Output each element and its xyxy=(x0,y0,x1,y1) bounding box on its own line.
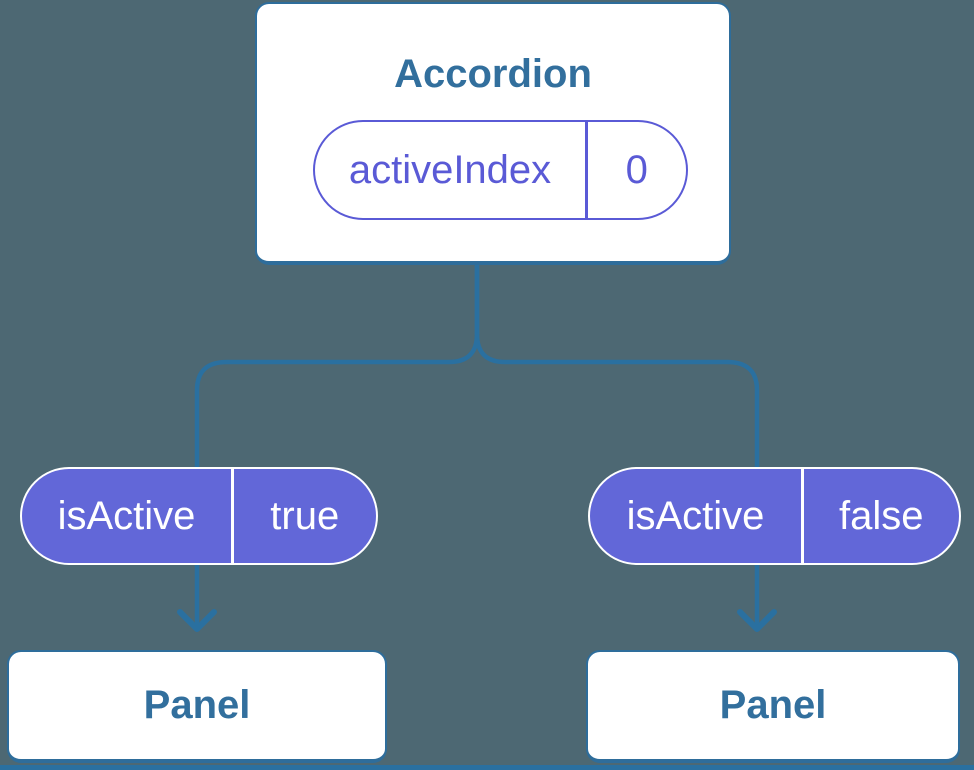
accordion-title: Accordion xyxy=(394,52,592,96)
state-pill-label: activeIndex xyxy=(348,148,552,192)
pill-divider xyxy=(231,469,234,563)
prop-pill-isactive-right: isActive false xyxy=(588,467,961,565)
accordion-card: Accordion activeIndex 0 xyxy=(255,2,731,265)
panel-card-right: Panel xyxy=(586,650,960,763)
prop-pill-value: false xyxy=(839,494,924,538)
connector-left-branch xyxy=(194,263,480,629)
prop-pill-isactive-left: isActive true xyxy=(20,467,378,565)
state-pill-activeindex: activeIndex 0 xyxy=(313,120,688,220)
arrow-down-icon xyxy=(737,609,777,632)
connector-right-branch xyxy=(474,263,760,629)
bottom-border-bar xyxy=(0,765,974,770)
prop-pill-label: isActive xyxy=(626,494,765,538)
panel-card-left: Panel xyxy=(7,650,387,763)
prop-pill-label: isActive xyxy=(57,494,196,538)
arrow-down-icon xyxy=(177,609,217,632)
pill-divider xyxy=(585,122,588,218)
panel-title: Panel xyxy=(143,683,251,727)
panel-title: Panel xyxy=(719,683,827,727)
state-pill-value: 0 xyxy=(625,148,648,192)
prop-pill-value: true xyxy=(270,494,340,538)
pill-divider xyxy=(801,469,804,563)
